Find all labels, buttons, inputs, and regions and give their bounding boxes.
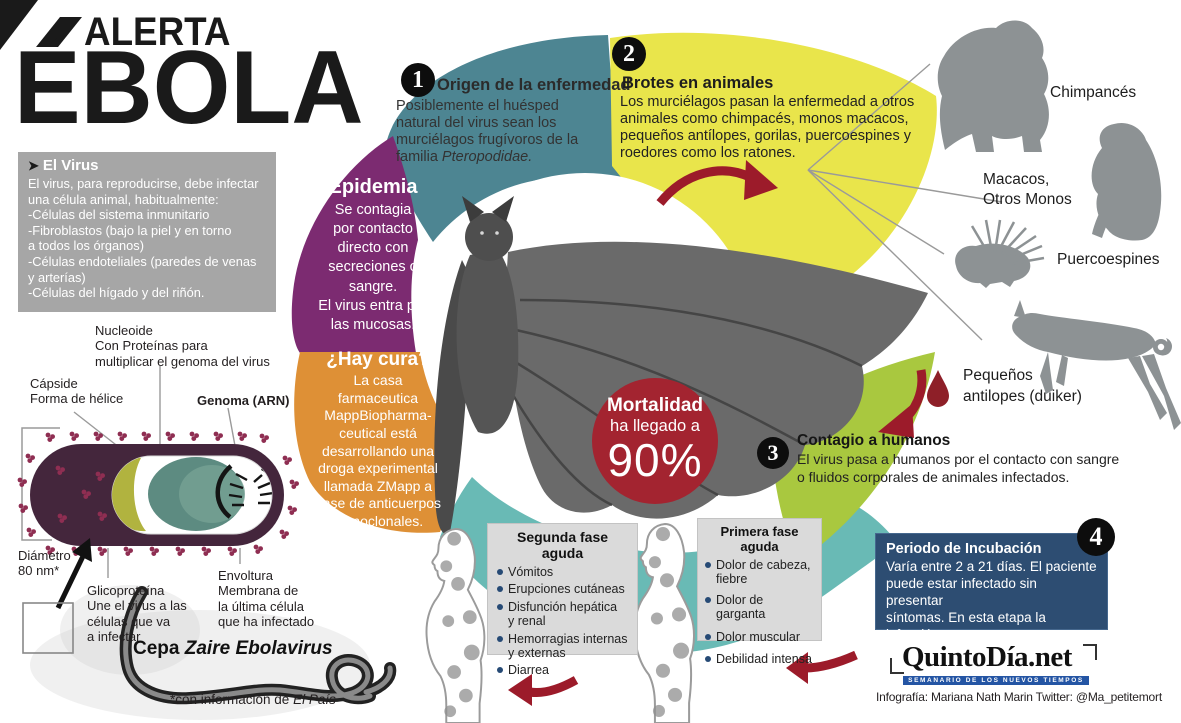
- arrowhead-icon: [508, 674, 532, 706]
- section-cura-body: La casa farmaceutica MappBiopharma- ceut…: [314, 372, 442, 529]
- label-antelopes: Pequeños antilopes (duiker): [963, 367, 1082, 405]
- section-epidemia: Epidemia Se contagia por contacto direct…: [303, 176, 443, 335]
- incubation-box: Periodo de Incubación Varía entre 2 a 21…: [875, 533, 1108, 659]
- step-badge-4: 4: [1077, 518, 1115, 556]
- mortality-circle: Mortalidad ha llegado a 90%: [592, 378, 718, 504]
- label-chimpanzees: Chimpancés: [1050, 84, 1137, 101]
- logo-bracket-icon: [1083, 644, 1097, 660]
- mortality-value: 90%: [607, 434, 703, 486]
- alert-label: ALERTA: [84, 10, 231, 54]
- list-item: Debilidad intensa: [703, 652, 816, 666]
- first-phase-list: Dolor de cabeza, fiebre Dolor de gargant…: [703, 558, 816, 666]
- incubation-body: Varía entre 2 a 21 días. El paciente pue…: [886, 559, 1097, 659]
- arrowhead-icon: [878, 404, 914, 438]
- label-nucleoide: Nucleoide Con Proteínas para multiplicar…: [95, 323, 270, 369]
- section-cura-title: ¿Hay cura?: [326, 349, 430, 370]
- section-epidemia-title: Epidemia: [328, 176, 418, 198]
- virus-box-title: El Virus: [42, 157, 99, 174]
- label-envoltura: Envoltura Membrana de la última célula q…: [218, 568, 315, 629]
- label-capside: Cápside Forma de hélice: [30, 376, 124, 407]
- logo-bracket-icon: [890, 658, 904, 674]
- list-item: Vómitos: [495, 565, 630, 579]
- human-silhouette: [425, 527, 486, 723]
- label-glicoproteina: Glicoproteína Une el virus a las células…: [87, 583, 187, 644]
- porcupine-silhouette-icon: [955, 219, 1045, 288]
- first-phase-box: Primera fase aguda Dolor de cabeza, fieb…: [697, 518, 822, 666]
- magnifier-box: [22, 602, 74, 654]
- arrowhead-icon: [744, 160, 778, 200]
- section-brotes-body: Los murciélagos pasan la enfermedad a ot…: [620, 94, 915, 161]
- label-diametro: Diámetro 80 nm*: [18, 548, 71, 579]
- curved-arrow-icon: [656, 166, 755, 206]
- gorilla-silhouette-icon: [937, 20, 1049, 152]
- first-phase-title: Primera fase aguda: [720, 524, 799, 554]
- page-title: ÉBOLA: [14, 30, 364, 146]
- curved-arrow-icon: [529, 676, 579, 697]
- source-footnote: *con información de El País: [170, 692, 336, 707]
- section-origen-title: Origen de la enfermedad: [437, 76, 631, 94]
- publisher-logo: QuintoDía.net: [902, 641, 1072, 673]
- section-contagio-body: El virus pasa a humanos por el contacto …: [797, 451, 1120, 485]
- second-phase-box: Segunda fase aguda Vómitos Erupciones cu…: [487, 523, 638, 677]
- step-badge-1: 1: [401, 63, 435, 97]
- list-item: Diarrea: [495, 663, 630, 677]
- animal-silhouettes: [937, 20, 1181, 430]
- strain-name: Zaire Ebolavirus: [179, 638, 333, 659]
- label-genoma: Genoma (ARN): [197, 393, 290, 408]
- list-item: Dolor de cabeza, fiebre: [703, 558, 816, 587]
- list-item: Dolor de garganta: [703, 593, 816, 622]
- label-macaques: Macacos, Otros Monos: [983, 171, 1072, 209]
- publisher-tagline: SEMANARIO DE LOS NUEVOS TIEMPOS: [903, 676, 1089, 685]
- mortality-line1: Mortalidad: [606, 395, 704, 416]
- label-porcupines: Puercoespines: [1057, 251, 1160, 268]
- ring-segment-epidemia: [291, 136, 418, 353]
- arrowhead-icon: [786, 652, 808, 684]
- ring-segment-cura: [294, 352, 462, 533]
- virus-box-body: El virus, para reproducirse, debe infect…: [28, 176, 259, 301]
- second-phase-title: Segunda fase aguda: [516, 529, 609, 561]
- section-cura: ¿Hay cura? La casa farmaceutica MappBiop…: [288, 349, 468, 531]
- arrowhead-icon: [72, 538, 92, 562]
- alert-flag-icon: [36, 17, 82, 47]
- blood-drop-icon: [927, 370, 949, 407]
- mortality-line2: ha llegado a: [610, 417, 700, 435]
- step-badge-2: 2: [612, 37, 646, 71]
- ring-segment-origen: [385, 35, 627, 242]
- em-micrograph: [22, 585, 397, 720]
- list-item: Hemorragias internas y externas: [495, 632, 630, 661]
- human-silhouette: [633, 522, 696, 723]
- list-item: Erupciones cutáneas: [495, 582, 630, 596]
- flow-arrows: [508, 160, 949, 706]
- curved-arrow-icon: [805, 650, 858, 673]
- section-brotes-title: Brotes en animales: [622, 74, 774, 92]
- second-phase-list: Vómitos Erupciones cutáneas Disfunción h…: [495, 565, 630, 678]
- virus-info-box: ➤El Virus El virus, para reproducirse, d…: [18, 152, 276, 312]
- list-item: Dolor muscular: [703, 630, 816, 644]
- step-badge-3: 3: [757, 437, 789, 469]
- incubation-title: Periodo de Incubación: [886, 541, 1042, 557]
- section-epidemia-body: Se contagia por contacto directo con sec…: [318, 202, 428, 333]
- list-item: Disfunción hepática y renal: [495, 600, 630, 629]
- macaque-silhouette-icon: [1091, 122, 1162, 241]
- arrow-right-icon: ➤: [28, 158, 39, 173]
- magnify-arrow: [55, 548, 89, 610]
- section-origen-body: Posiblemente el huésped natural del viru…: [396, 98, 579, 165]
- virus-capsid: [112, 457, 146, 532]
- corner-triangle: [0, 0, 38, 50]
- animal-connector-lines: [807, 63, 1003, 341]
- virus-capsule-diagram: [17, 366, 299, 610]
- duiker-silhouette-icon: [1012, 300, 1181, 430]
- strain-caption: Cepa Zaire Ebolavirus: [133, 638, 333, 659]
- section-contagio-title: Contagio a humanos: [797, 432, 951, 449]
- credit-line: Infografía: Mariana Nath Marin Twitter: …: [876, 690, 1162, 704]
